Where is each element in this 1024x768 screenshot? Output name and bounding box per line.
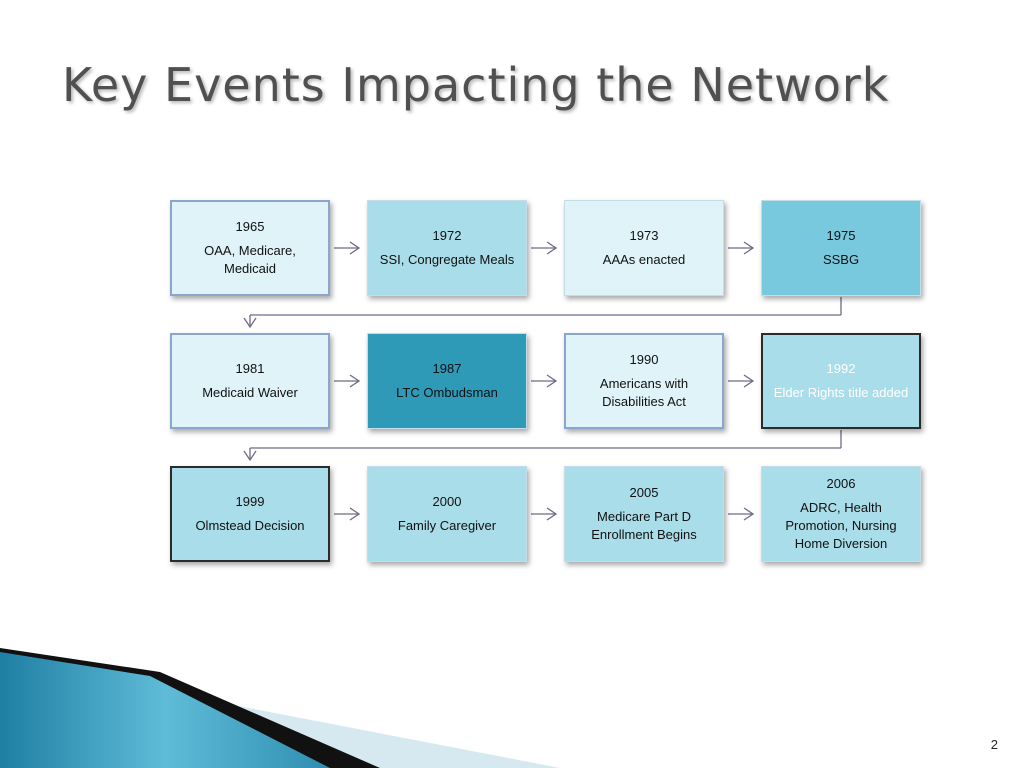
arrow-head [243,317,257,329]
arrow-head [349,374,361,388]
arrow-head [349,241,361,255]
event-year: 1992 [826,361,856,376]
event-box-1987: 1987 LTC Ombudsman [367,333,527,429]
event-year: 1965 [235,219,265,234]
arrow-head [243,450,257,462]
event-label: AAAs enacted [602,252,686,267]
event-box-1975: 1975 SSBG [761,200,921,296]
event-year: 1975 [826,228,856,243]
arrow-head [349,507,361,521]
event-label: SSBG [822,252,860,267]
event-label: LTC Ombudsman [396,385,498,400]
event-label: Medicare Part D Enrollment Begins [591,509,697,542]
event-label: Medicaid Waiver [202,385,298,400]
event-box-1972: 1972 SSI, Congregate Meals [367,200,527,296]
event-box-1965: 1965 OAA, Medicare, Medicaid [170,200,330,296]
arrow-head [743,374,755,388]
event-year: 2006 [826,476,856,491]
event-box-1973: 1973 AAAs enacted [564,200,724,296]
event-year: 2005 [629,485,659,500]
event-box-1990: 1990 Americans with Disabilities Act [564,333,724,429]
event-box-2005: 2005 Medicare Part D Enrollment Begins [564,466,724,562]
event-year: 1999 [235,494,265,509]
event-box-1981: 1981 Medicaid Waiver [170,333,330,429]
event-year: 2000 [432,494,462,509]
event-box-1992: 1992 Elder Rights title added [761,333,921,429]
event-box-2006: 2006 ADRC, Health Promotion, Nursing Hom… [761,466,921,562]
event-label: ADRC, Health Promotion, Nursing Home Div… [785,500,897,551]
arrow-head [546,241,558,255]
page-number: 2 [990,737,998,752]
event-label: Olmstead Decision [195,518,305,533]
event-box-1999: 1999 Olmstead Decision [170,466,330,562]
page-title: Key Events Impacting the Network [62,58,890,112]
event-year: 1973 [629,228,659,243]
event-label: OAA, Medicare, Medicaid [204,243,296,276]
arrow-head [743,241,755,255]
arrow-head [743,507,755,521]
event-label: SSI, Congregate Meals [379,252,515,267]
event-year: 1972 [432,228,462,243]
arrow-head [546,374,558,388]
arrow-head [546,507,558,521]
event-label: Americans with Disabilities Act [599,376,689,409]
event-label: Family Caregiver [397,518,497,533]
event-year: 1987 [432,361,462,376]
event-year: 1981 [235,361,265,376]
event-label: Elder Rights title added [773,385,909,400]
event-box-2000: 2000 Family Caregiver [367,466,527,562]
event-year: 1990 [629,352,659,367]
